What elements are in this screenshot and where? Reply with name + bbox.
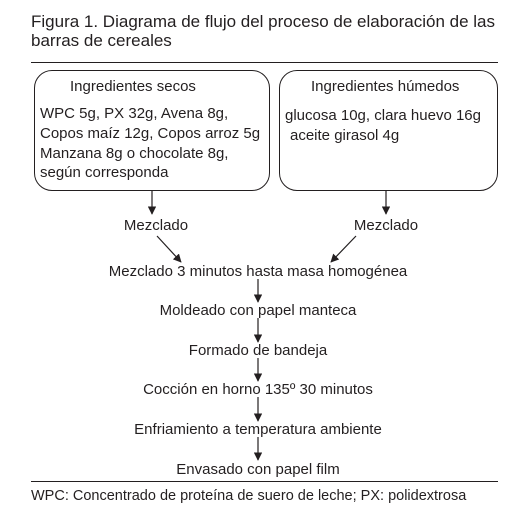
dry-ingredient-line: WPC 5g, PX 32g, Avena 8g,	[40, 105, 229, 122]
step-tray-forming: Formado de bandeja	[188, 342, 328, 359]
step-molding: Moldeado con papel manteca	[159, 302, 357, 319]
arrow-right-mix-to-combined	[330, 235, 357, 263]
footer-rule	[31, 481, 498, 482]
step-packaging: Envasado con papel film	[176, 461, 340, 478]
mix-left-label: Mezclado	[123, 217, 189, 234]
wet-ingredient-line: glucosa 10g, clara huevo 16g	[285, 107, 481, 124]
title-rule	[31, 62, 498, 63]
step-cooling: Enfriamiento a temperatura ambiente	[134, 421, 382, 438]
wet-ingredients-heading: Ingredientes húmedos	[311, 78, 460, 95]
dry-ingredients-box: Ingredientes secos WPC 5g, PX 32g, Avena…	[34, 70, 270, 191]
figure-title: Figura 1. Diagrama de flujo del proceso …	[31, 12, 495, 50]
step-baking: Cocción en horno 135º 30 minutos	[143, 381, 373, 398]
arrow-left-mix-to-combined	[156, 235, 182, 263]
wet-ingredient-line: aceite girasol 4g	[290, 127, 400, 144]
dry-ingredient-line: Copos maíz 12g, Copos arroz 5g	[40, 125, 261, 142]
dry-ingredient-line: según corresponda	[40, 164, 169, 181]
mix-right-label: Mezclado	[353, 217, 419, 234]
dry-ingredient-line: Manzana 8g o chocolate 8g,	[40, 145, 229, 162]
step-homogeneous-mix: Mezclado 3 minutos hasta masa homogénea	[108, 263, 408, 280]
wet-ingredients-box: Ingredientes húmedos glucosa 10g, clara …	[279, 70, 498, 191]
dry-ingredients-heading: Ingredientes secos	[70, 78, 196, 95]
footnote: WPC: Concentrado de proteína de suero de…	[31, 488, 467, 504]
